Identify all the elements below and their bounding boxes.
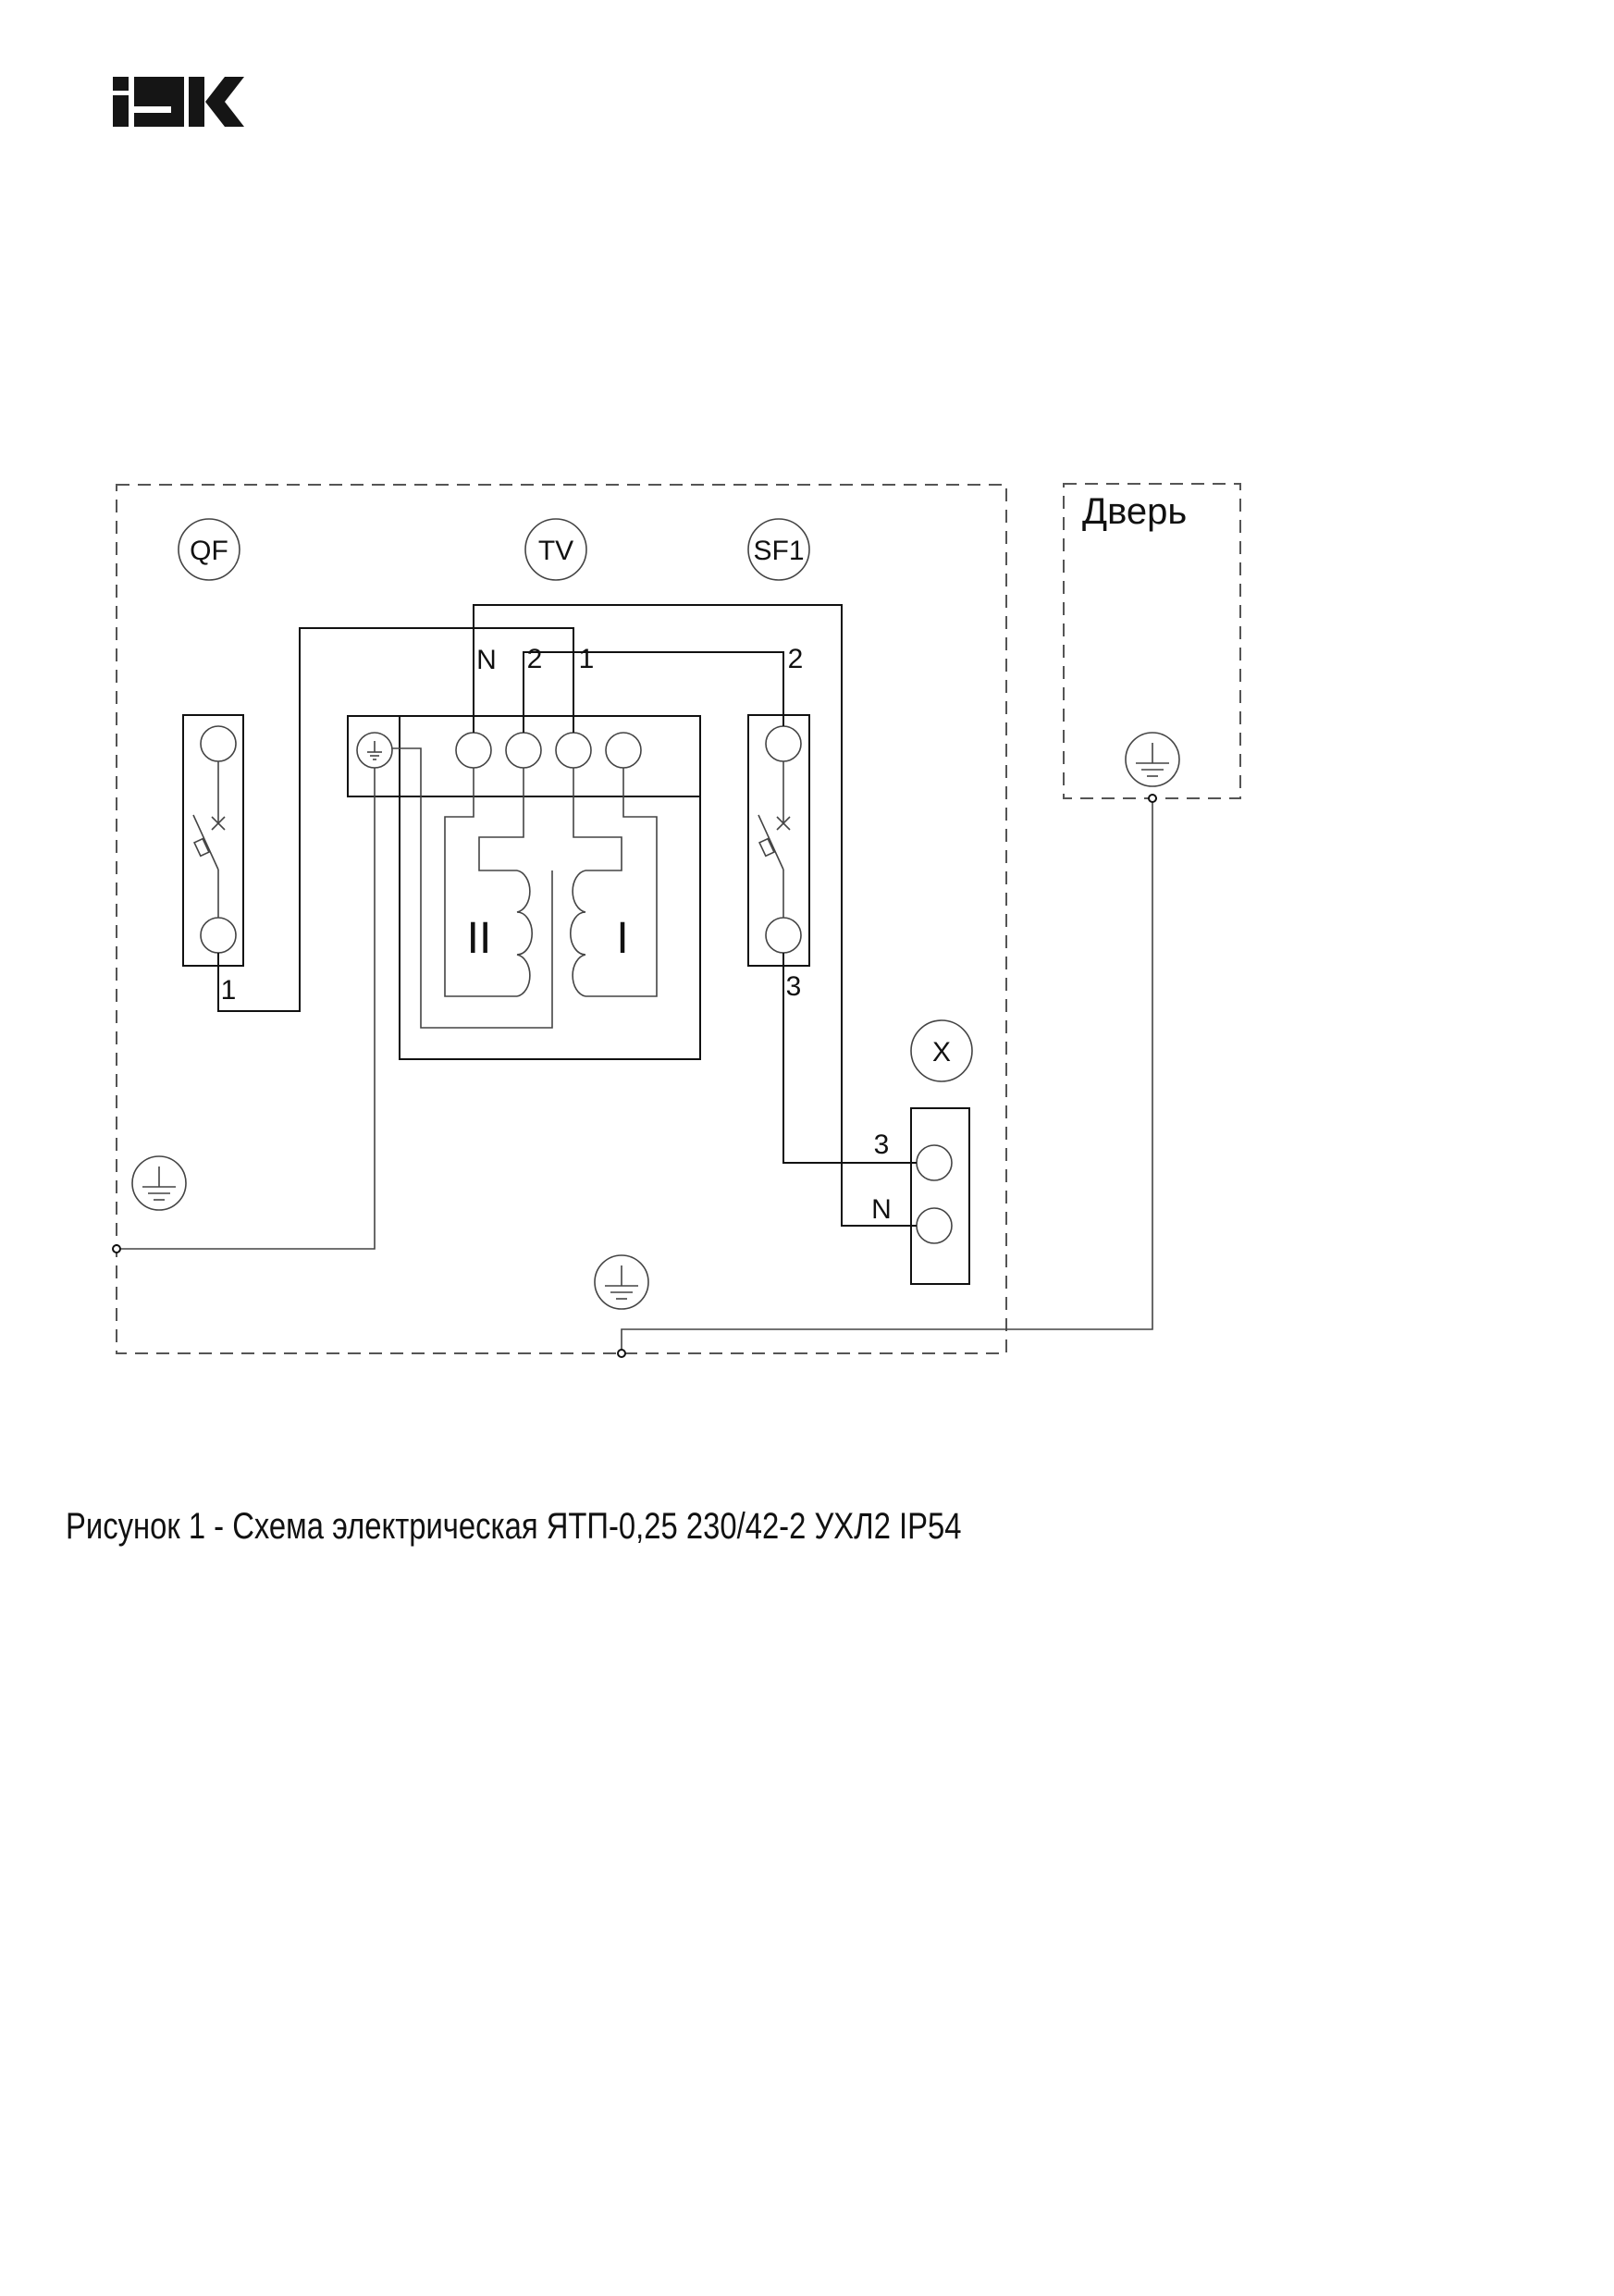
earth-icon — [367, 741, 382, 760]
tv-terminal-2-label: 2 — [527, 644, 543, 674]
qf-reference: QF — [178, 518, 240, 581]
svg-text:QF: QF — [190, 536, 228, 566]
x-terminal-block — [910, 1107, 970, 1285]
door-label: Дверь — [1082, 491, 1187, 532]
wiring — [112, 604, 1157, 1358]
enclosure-boundary — [116, 484, 1007, 1354]
qf-terminal-1-label: 1 — [221, 975, 237, 1006]
figure-caption: Рисунок 1 - Схема электрическая ЯТП-0,25… — [66, 1506, 962, 1547]
sf1-reference: SF1 — [747, 518, 810, 581]
tv-terminal-1-label: 1 — [579, 644, 595, 674]
tv-transformer: II I — [347, 715, 701, 1060]
sf1-terminal-3-label: 3 — [786, 971, 802, 1002]
svg-text:II: II — [467, 914, 492, 963]
winding-secondary-label: II — [467, 914, 492, 963]
iek-logo — [113, 77, 244, 127]
ground-icon — [594, 1254, 649, 1310]
x-reference: X — [910, 1019, 973, 1082]
ground-icon — [131, 1155, 187, 1211]
ground-icon — [1125, 732, 1180, 787]
sf1-breaker — [747, 714, 810, 967]
svg-text:TV: TV — [538, 536, 573, 566]
tv-reference: TV — [524, 518, 587, 581]
sf1-terminal-2-label: 2 — [788, 644, 804, 674]
tv-terminal-n-label: N — [476, 645, 497, 675]
x-terminal-n-label: N — [871, 1194, 892, 1225]
x-terminal-3-label: 3 — [874, 1129, 890, 1160]
winding-primary-label: I — [616, 914, 628, 963]
svg-text:X: X — [932, 1037, 951, 1068]
qf-breaker — [182, 714, 244, 967]
svg-text:SF1: SF1 — [753, 536, 804, 566]
